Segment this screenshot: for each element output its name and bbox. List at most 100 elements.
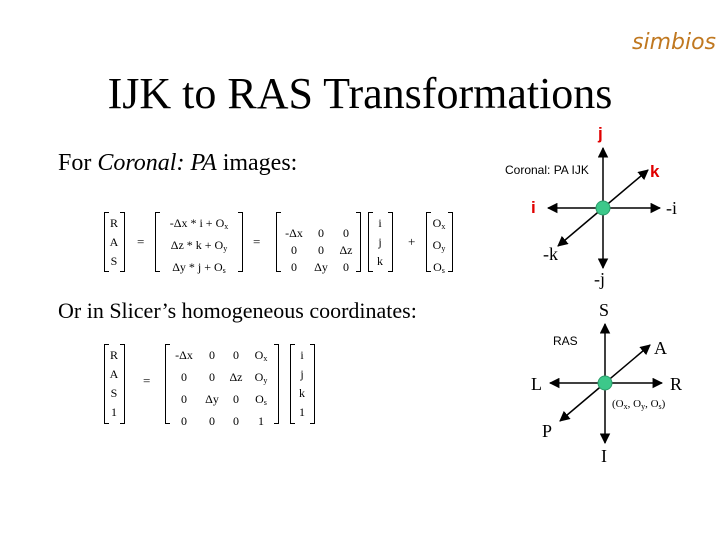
ijk-label-i: i	[531, 198, 536, 217]
eq1-m-01: 0	[318, 226, 324, 240]
eq2-ras-s: S	[110, 386, 118, 400]
eq2-m-13: Oy	[254, 370, 268, 385]
eq1-origin-y: Oy	[432, 238, 446, 253]
eq2-m-22: 0	[233, 392, 239, 406]
eq1-m-11: 0	[318, 243, 324, 257]
simbios-logo: simbios	[632, 30, 717, 55]
eq1-m-00: -Δx	[285, 226, 303, 240]
eq2-ijk-bracket-right	[310, 344, 315, 424]
eq2-ijk-j: j	[300, 367, 304, 381]
eq1-origin-bracket-right	[448, 212, 453, 272]
ras-label-s: S	[599, 300, 610, 320]
eq1-ras-s: S	[110, 254, 118, 268]
eq2-ijk-1: 1	[299, 405, 305, 419]
eq2-m-32: 0	[233, 414, 239, 428]
eq2-m-11: 0	[209, 370, 215, 384]
eq2-ijk-vector: i j k 1	[292, 346, 312, 422]
eq1-origin-bracket-left	[426, 212, 431, 272]
eq1-ras-a: A	[109, 235, 119, 249]
eq1-expr-row-3: Δy * j + Os	[172, 260, 226, 275]
eq1-origin-s: Os	[433, 260, 445, 275]
eq1-equals-2: =	[253, 234, 261, 249]
eq2-ras-bracket-right	[120, 344, 125, 424]
subtitle-emph: Coronal: PA	[97, 150, 217, 176]
ras-origin-node	[597, 375, 613, 391]
eq1-ijk-i: i	[378, 216, 382, 230]
eq2-ras-bracket-left	[104, 344, 109, 424]
ijk-axis-k	[602, 169, 649, 209]
ras-origin-label: (Ox, Oy, Os)	[612, 398, 666, 411]
eq2-matrix-bracket-right	[274, 344, 279, 424]
ras-diagram-title: RAS	[553, 334, 578, 348]
eq1-ijk-k: k	[377, 254, 383, 268]
eq1-expr-row-1: -Δx * i + Ox	[169, 216, 229, 231]
eq2-m-30: 0	[181, 414, 187, 428]
eq2-m-21: Δy	[205, 392, 219, 406]
eq1-m-10: 0	[291, 243, 297, 257]
eq2-ijk-i: i	[300, 348, 304, 362]
ijk-axis-neg-k	[557, 207, 604, 247]
eq2-m-12: Δz	[229, 370, 243, 384]
eq1-ijk-bracket-right	[388, 212, 393, 272]
eq2-ras-1: 1	[111, 405, 117, 419]
eq2-m-01: 0	[209, 348, 215, 362]
ijk-label-k: k	[650, 162, 660, 181]
ijk-label-neg-i: -i	[666, 198, 677, 218]
eq1-ijk-vector: i j k	[370, 214, 390, 271]
eq1-matrix-bracket-right	[356, 212, 361, 272]
ijk-label-j: j	[598, 124, 603, 143]
ras-label-a: A	[654, 338, 667, 358]
eq2-ras-a: A	[109, 367, 119, 381]
eq1-m-22: 0	[343, 260, 349, 274]
eq2-m-10: 0	[181, 370, 187, 384]
ijk-axes	[546, 146, 662, 270]
eq2-m-33: 1	[258, 414, 264, 428]
eq1-m-02: 0	[343, 226, 349, 240]
eq1-ras-bracket-left	[104, 212, 109, 272]
ijk-label-neg-k: -k	[543, 244, 558, 264]
eq2-m-02: 0	[233, 348, 239, 362]
ijk-label-neg-j: -j	[594, 269, 605, 289]
eq1-plus: +	[408, 234, 416, 249]
ras-axis-a	[604, 344, 651, 384]
eq2-equals: =	[143, 373, 151, 388]
eq1-origin-x: Ox	[432, 216, 446, 231]
eq1-origin-vector: Ox Oy Os	[428, 214, 450, 280]
eq1-expr-row-2: Δz * k + Oy	[170, 238, 228, 253]
ras-label-l: L	[531, 374, 542, 394]
ras-label-p: P	[542, 421, 553, 441]
eq1-equals-1: =	[137, 234, 145, 249]
eq2-matrix-bracket-left	[165, 344, 170, 424]
eq2-m-31: 0	[209, 414, 215, 428]
subtitle-prefix: For	[58, 150, 98, 176]
eq2-ras-vector: R A S 1	[106, 346, 122, 422]
ras-label-i: I	[601, 446, 607, 466]
slide-title: IJK to RAS Transformations	[107, 69, 613, 118]
eq1-ras-bracket-right	[120, 212, 125, 272]
ras-axis-p	[559, 382, 606, 422]
eq2-ijk-bracket-left	[290, 344, 295, 424]
ras-label-r: R	[670, 374, 683, 394]
ijk-origin-node	[595, 200, 611, 216]
coronal-subtitle: For Coronal: PA images:	[58, 150, 297, 177]
eq1-m-12: Δz	[339, 243, 353, 257]
eq1-expr-bracket-left	[155, 212, 160, 272]
eq2-ras-r: R	[109, 348, 118, 362]
eq1-m-20: 0	[291, 260, 297, 274]
eq2-m-00: -Δx	[175, 348, 193, 362]
subtitle-suffix: images:	[216, 150, 298, 176]
ras-axes	[548, 322, 664, 445]
eq2-m-23: Os	[255, 392, 267, 407]
eq1-matrix-bracket-left	[276, 212, 281, 272]
eq1-ras-vector: R A S	[106, 214, 122, 271]
eq1-ras-r: R	[109, 216, 118, 230]
eq2-ijk-k: k	[299, 386, 305, 400]
eq1-expr-vector: -Δx * i + Ox Δz * k + Oy Δy * j + Os	[158, 214, 240, 280]
eq1-ijk-bracket-left	[368, 212, 373, 272]
eq1-m-21: Δy	[314, 260, 328, 274]
eq1-ijk-j: j	[378, 235, 382, 249]
ijk-diagram-title: Coronal: PA IJK	[505, 163, 589, 177]
